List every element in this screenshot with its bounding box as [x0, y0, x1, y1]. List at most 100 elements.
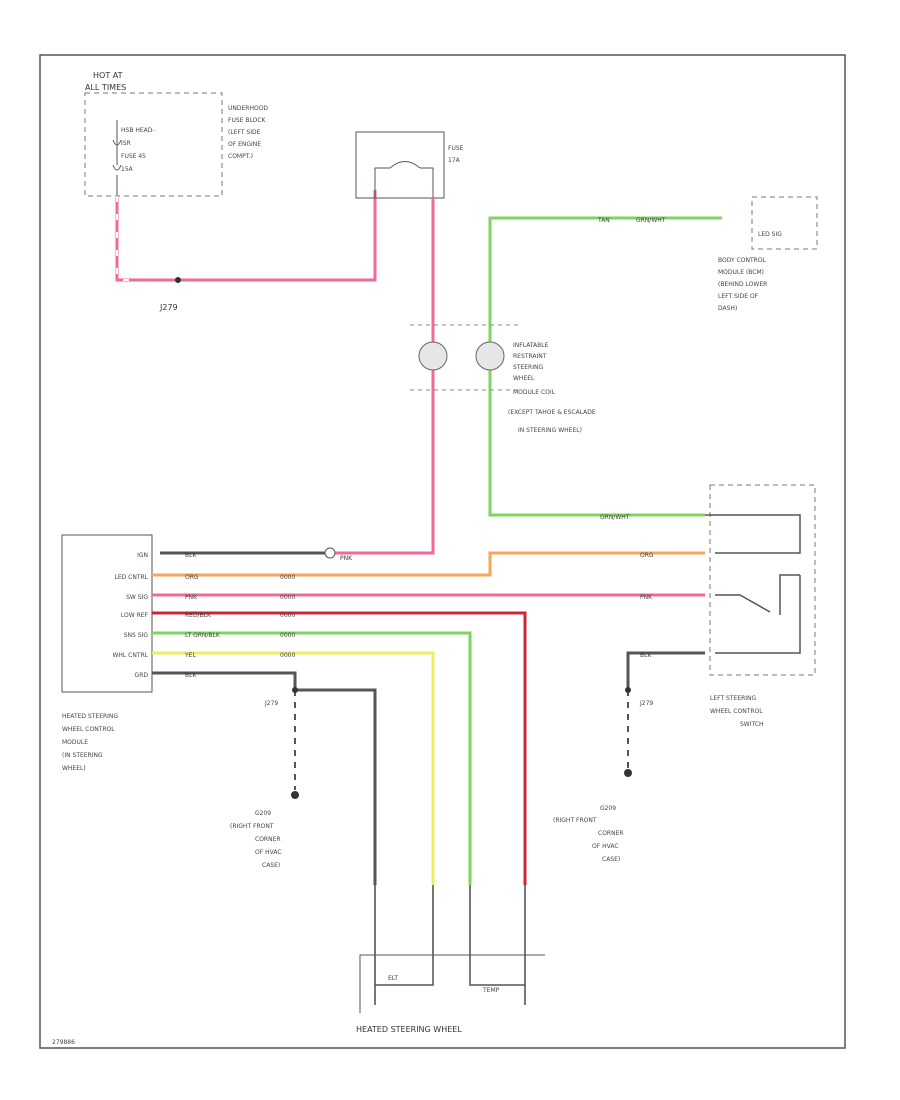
- tag-red-blk: RED/BLK: [185, 612, 212, 619]
- led-box-label: LED SIG: [758, 231, 782, 238]
- tag-pnk-switch: PNK: [640, 594, 653, 601]
- fuse-17a-label-2: 17A: [448, 157, 461, 164]
- bcm-label-1: BODY CONTROL: [718, 257, 767, 264]
- tag-red-dash: 0000: [280, 612, 295, 619]
- ir-label-3: STEERING: [513, 364, 543, 371]
- coil-pink-symbol: [418, 341, 448, 371]
- tag-yel-dash: 0000: [280, 652, 295, 659]
- hsw-outline: [359, 954, 545, 1013]
- g-left-label-4: OF HVAC: [255, 849, 282, 856]
- ground-g209-left-symbol: [291, 791, 299, 799]
- g-right-label-2: (RIGHT FRONT: [553, 817, 597, 824]
- ground-g209-right-symbol: [624, 769, 632, 777]
- element-label-2: TEMP: [482, 987, 500, 994]
- fuse-name-3: FUSE 45: [121, 153, 146, 160]
- g-right-label-1: G209: [600, 805, 616, 812]
- hswcm-label-4: (IN STEERING: [62, 752, 103, 759]
- hswcm-pin-low-ref: LOW REF: [121, 612, 149, 619]
- lswcs-internal-loop: [705, 514, 801, 554]
- element-label-1: ELT: [388, 975, 398, 982]
- underhood-label-3: (LEFT SIDE: [228, 129, 261, 136]
- wire-blk-switch-ground: [626, 651, 705, 690]
- coil-outline-dashed: [410, 324, 520, 391]
- fuse-45-symbol: [112, 120, 122, 196]
- tag-blk-switch: BLK: [640, 652, 652, 659]
- splice-j279-top: [175, 277, 181, 283]
- diagram-frame: [39, 54, 846, 1049]
- wire-yel-whl-cntrl: [152, 651, 435, 885]
- lswcs-switch-contact: [715, 574, 800, 615]
- lswcs-outline: [709, 484, 816, 676]
- hsw-label: HEATED STEERING WHEEL: [356, 1025, 462, 1034]
- tag-pnk-dash: 0000: [280, 594, 295, 601]
- wire-red-blk-low-ref: [152, 611, 527, 885]
- g-right-label-5: CASE): [602, 856, 620, 863]
- splice-j279-left-label: J279: [264, 700, 278, 707]
- fuse-17a-element: [389, 161, 421, 169]
- bcm-label-2: MODULE (BCM): [718, 269, 764, 276]
- fuse-name-4: 15A: [121, 166, 134, 173]
- tag-grn-wht-switch: GRN/WHT: [600, 514, 630, 521]
- splice-j279-left: [292, 687, 298, 693]
- hswcm-pin-labels: IGN LED CNTRL SW SIG LOW REF SNS SIG WHL CNTR…: [112, 552, 148, 679]
- ir-label-1: INFLATABLE: [513, 342, 549, 349]
- hswcm-pin-whl-cntrl: WHL CNTRL: [112, 652, 148, 659]
- tag-tan: TAN: [597, 217, 610, 224]
- lswcs-return: [715, 575, 801, 654]
- wire-pnk-fuse45-to-fuse17: [115, 190, 377, 282]
- underhood-fuse-block-outline: [84, 92, 223, 197]
- bcm-outline: [751, 196, 818, 250]
- g-left-label-2: (RIGHT FRONT: [230, 823, 274, 830]
- inline-connector-ign: [324, 547, 336, 559]
- underhood-label-1: UNDERHOOD: [228, 105, 268, 112]
- ir-label-2: RESTRAINT: [513, 353, 547, 360]
- tag-grn-dash: 0000: [280, 632, 295, 639]
- element-leads: [374, 885, 526, 1005]
- g-left-label-1: G209: [255, 810, 271, 817]
- fuse-17a-link: [374, 167, 434, 198]
- hswcm-pin-ign: IGN: [137, 552, 148, 559]
- wire-org-led-cntrl: [152, 551, 705, 577]
- hswcm-label-3: MODULE: [62, 739, 88, 746]
- bcm-label-4: LEFT SIDE OF: [718, 293, 759, 300]
- hswcm-pin-led-cntrl: LED CNTRL: [114, 574, 148, 581]
- hsw-element-wiring: [375, 960, 525, 986]
- lswcs-label-1: LEFT STEERING: [710, 695, 757, 702]
- wire-pnk-dash-overlay: [116, 196, 140, 281]
- hswcm-pin-sw-sig: SW SIG: [126, 594, 148, 601]
- hswcm-label-2: WHEEL CONTROL: [62, 726, 115, 733]
- hswcm-label-5: WHEEL): [62, 765, 86, 772]
- ir-label-4: WHEEL: [513, 375, 535, 382]
- ir-label-7: IN STEERING WHEEL): [518, 427, 582, 434]
- hswcm-pin-grd: GRD: [135, 672, 149, 679]
- hot-at-label: HOT AT: [93, 71, 123, 80]
- bcm-label-5: DASH): [718, 305, 737, 312]
- hot-at-label-2: ALL TIMES: [85, 83, 126, 92]
- tag-grn-wht-top: GRN/WHT: [636, 217, 666, 224]
- diagram-id: 279886: [52, 1039, 75, 1046]
- lswcs-label-3: SWITCH: [740, 721, 764, 728]
- hswcm-pin-sns-sig: SNS SIG: [124, 632, 149, 639]
- underhood-label-5: COMPT.): [228, 153, 253, 160]
- tag-ign-pnk: PNK: [340, 555, 353, 562]
- splice-j279-right: [625, 687, 631, 693]
- g-left-label-3: CORNER: [255, 836, 281, 843]
- tag-blk: BLK: [185, 672, 197, 679]
- wire-pnk-fuse17-to-ign: [335, 198, 435, 555]
- fuse-17a-label-1: FUSE: [448, 145, 464, 152]
- g-right-label-3: CORNER: [598, 830, 624, 837]
- tag-lt-grn-blk: LT GRN/BLK: [185, 632, 221, 639]
- tag-ign-gray: BLK: [185, 552, 197, 559]
- wire-blk-grd: [152, 671, 297, 690]
- tag-org-switch: ORG: [640, 552, 654, 559]
- tag-yel: YEL: [184, 652, 196, 659]
- tag-org-dash: 0000: [280, 574, 295, 581]
- underhood-label-4: OF ENGINE: [228, 141, 261, 148]
- tag-pnk: PNK: [185, 594, 198, 601]
- wire-blk-to-element: [295, 688, 377, 885]
- g-left-label-5: CASE): [262, 862, 280, 869]
- lswcs-label-2: WHEEL CONTROL: [710, 708, 763, 715]
- splice-j279-right-label: J279: [639, 700, 653, 707]
- hswcm-label-1: HEATED STEERING: [62, 713, 118, 720]
